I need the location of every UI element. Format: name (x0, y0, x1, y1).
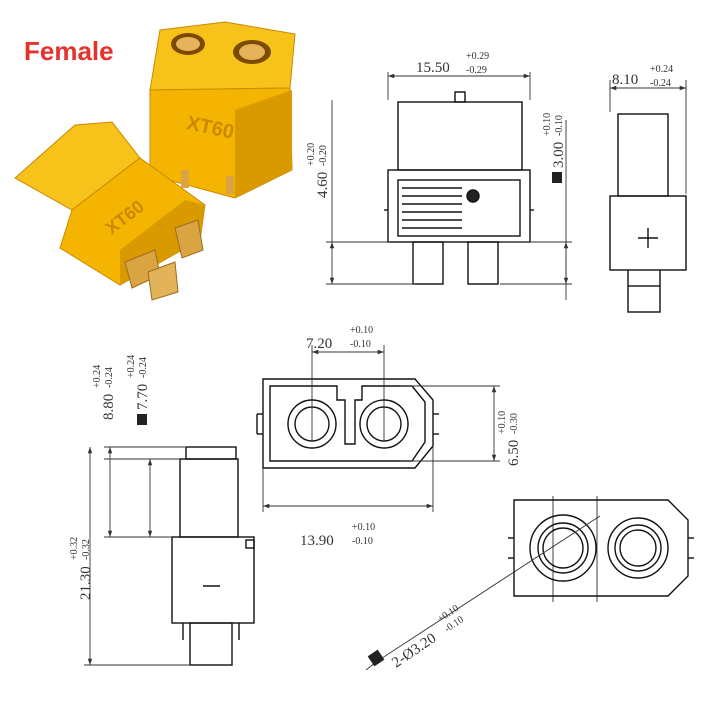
profile-view (171, 446, 255, 666)
female-label: Female (24, 36, 114, 66)
critical-dim-marker (137, 414, 147, 425)
critical-dim-marker (367, 649, 385, 667)
top-view-dimensions (262, 345, 500, 512)
top-pitch-value: 7.20 (306, 336, 332, 352)
critical-dim-marker (552, 172, 562, 183)
front-view-dimensions (326, 72, 572, 300)
side-width-value: 8.10 (612, 72, 638, 88)
front-height-left-value: 4.60 (315, 172, 331, 198)
profile-dim-a-tol-minus: -0.24 (104, 367, 115, 388)
front-height-right-value: 3.00 (551, 142, 567, 168)
profile-dim-a-value: 8.80 (101, 394, 117, 420)
profile-dim-b-tol-minus: -0.24 (138, 357, 149, 378)
front-width-value: 15.50 (416, 60, 450, 76)
front-height-right-tol-plus: +0.10 (542, 113, 553, 136)
front-width-tol-minus: -0.29 (466, 65, 487, 76)
top-pitch-tol-minus: -0.10 (350, 339, 371, 350)
bottom-view (508, 496, 694, 602)
top-height-tol-plus: +0.10 (497, 411, 508, 434)
bottom-view-dimensions (365, 515, 601, 671)
top-pitch-tol-plus: +0.10 (350, 325, 373, 336)
top-width-tol-minus: -0.10 (352, 536, 373, 547)
profile-dim-c-tol-plus: +0.32 (69, 537, 80, 560)
top-width-value: 13.90 (300, 533, 334, 549)
profile-dim-c-value: 21.30 (78, 566, 94, 600)
front-width-tol-plus: +0.29 (466, 51, 489, 62)
lying-connector-image: XT60 (14, 121, 206, 301)
front-view (384, 91, 534, 285)
bottom-hole-value: 2-Ø3.20 (389, 630, 439, 671)
front-height-left-tol-minus: -0.20 (318, 145, 329, 166)
side-view (609, 113, 687, 313)
top-width-tol-plus: +0.10 (352, 522, 375, 533)
side-view-dimensions (609, 80, 687, 194)
top-view (256, 378, 439, 469)
profile-dim-a-tol-plus: +0.24 (92, 365, 103, 388)
profile-dim-b-tol-plus: +0.24 (126, 355, 137, 378)
front-height-right-tol-minus: -0.10 (554, 115, 565, 136)
profile-dim-b-value: 7.70 (135, 384, 151, 410)
product-photo: XT60 XT60 (14, 21, 296, 301)
top-height-value: 6.50 (506, 440, 522, 466)
side-width-tol-plus: +0.24 (650, 64, 673, 75)
profile-dim-c-tol-minus: -0.32 (81, 539, 92, 560)
profile-view-dimensions (84, 446, 190, 666)
top-height-tol-minus: -0.30 (509, 413, 520, 434)
front-height-left-tol-plus: +0.20 (306, 143, 317, 166)
upright-connector-image: XT60 (149, 21, 296, 199)
side-width-tol-minus: -0.24 (650, 78, 671, 89)
